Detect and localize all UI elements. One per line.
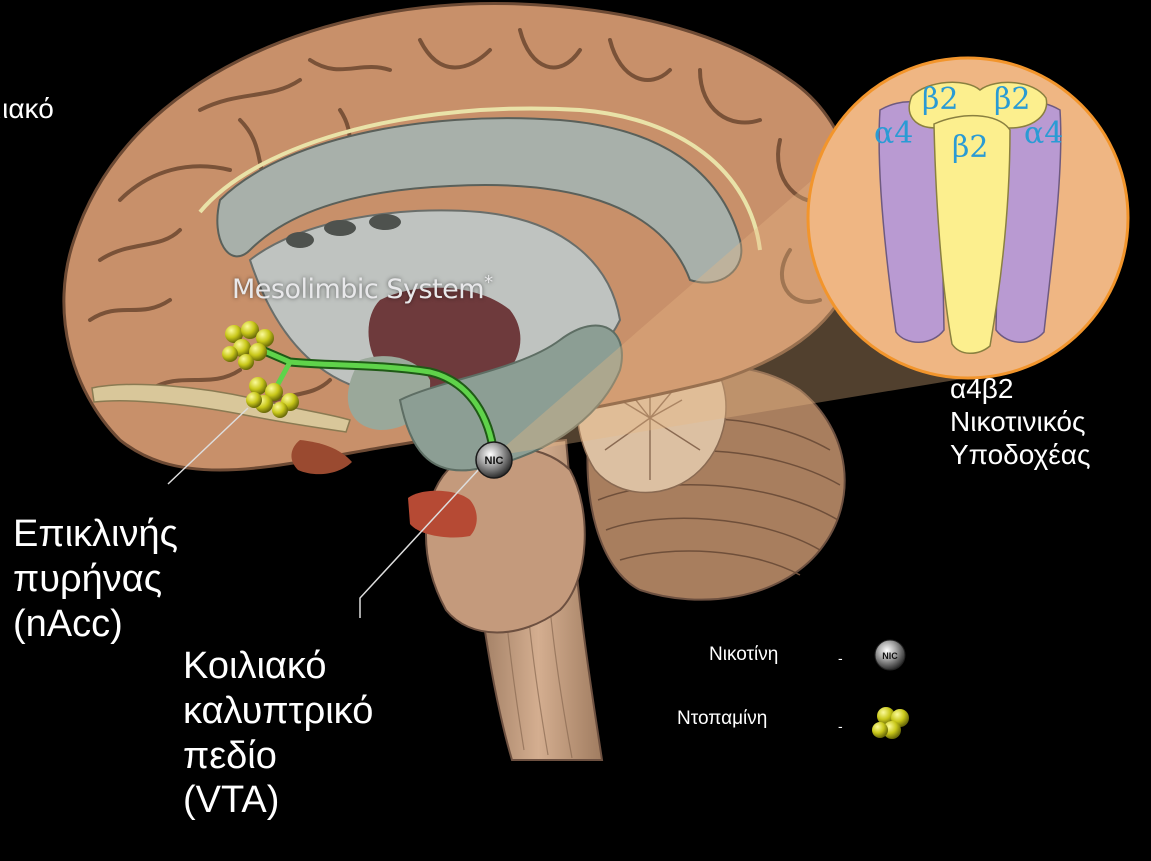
nacc-line-1: Επικλινής	[13, 512, 178, 557]
mesolimbic-label: Mesolimbic System*	[232, 272, 493, 305]
vta-line-3: πεδίο	[183, 734, 373, 779]
receptor-line-2: Νικοτινικός	[950, 405, 1090, 438]
legend-dopamine-dash: -	[838, 718, 843, 734]
receptor-subunit-beta2-top-right: β2	[994, 82, 1030, 117]
receptor-subunit-alpha4-left: α4	[874, 116, 913, 151]
nicotine-marker-text: NIC	[485, 455, 504, 467]
vta-line-1: Κοιλιακό	[183, 644, 373, 689]
partial-label: μιακό	[0, 92, 54, 125]
vta-label: Κοιλιακό καλυπτρικό πεδίο (VTA)	[183, 644, 373, 823]
nacc-line-3: (nAcc)	[13, 602, 178, 647]
mesolimbic-asterisk: *	[484, 272, 493, 293]
receptor-label: α4β2 Νικοτινικός Υποδοχέας	[950, 372, 1090, 471]
nacc-label: Επικλινής πυρήνας (nAcc)	[13, 512, 178, 646]
red-region	[408, 491, 477, 538]
mesolimbic-text: Mesolimbic System	[232, 274, 484, 305]
receptor-line-1: α4β2	[950, 372, 1090, 405]
receptor-subunit-beta2-top-left: β2	[922, 82, 958, 117]
receptor-subunit-beta2-center: β2	[952, 130, 988, 165]
vta-line-4: (VTA)	[183, 778, 373, 823]
receptor-line-3: Υποδοχέας	[950, 438, 1090, 471]
legend-dopamine-label: Ντοπαμίνη	[677, 708, 767, 730]
legend-nicotine-dash: -	[838, 650, 843, 666]
receptor-subunit-alpha4-right: α4	[1024, 116, 1063, 151]
nicotine-molecule-icon: NIC	[875, 640, 905, 670]
nacc-line-2: πυρήνας	[13, 557, 178, 602]
legend-nicotine-label: Νικοτίνη	[709, 644, 778, 666]
pons	[426, 448, 585, 633]
svg-text:NIC: NIC	[882, 651, 898, 661]
vta-line-2: καλυπτρικό	[183, 689, 373, 734]
dopamine-molecule-icon	[872, 707, 909, 739]
